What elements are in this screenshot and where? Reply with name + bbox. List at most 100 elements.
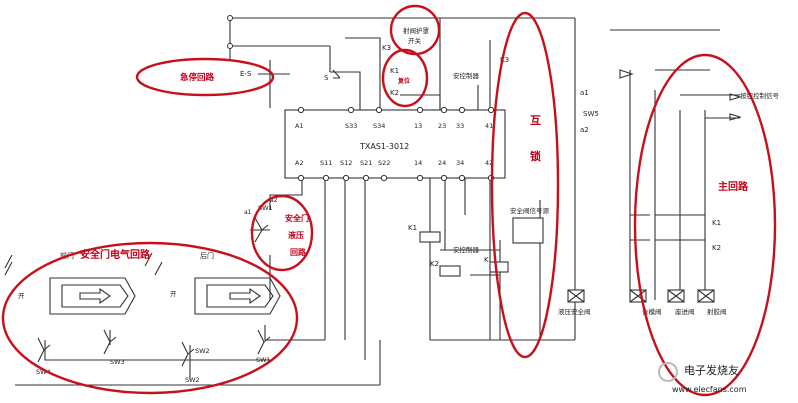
s-contact-label: S (324, 74, 329, 82)
module-terminal (297, 106, 305, 114)
door-hyd-label-3: 回路 (290, 247, 307, 257)
watermark-logo-icon (658, 362, 678, 382)
module-terminal-label: 42 (485, 159, 493, 167)
safety-ctrl-bottom-label: 安控制器 (453, 245, 480, 254)
module-title: TXAS1-3012 (359, 142, 409, 151)
valve-1-label: 合模阀 (642, 307, 662, 316)
main-circuit-ellipse (633, 53, 777, 397)
module-terminal (440, 106, 448, 114)
shield-switch-label: 射阀护罩 (403, 26, 430, 35)
fore-door-arrow (79, 287, 111, 305)
module-terminal-label: A2 (295, 159, 304, 167)
k-bottom-label: K (484, 256, 489, 264)
reset-label: 复位 (397, 77, 410, 85)
module-terminal-label: 33 (456, 122, 464, 130)
sw5-label: SW5 (583, 110, 599, 118)
fore-door-panel (49, 277, 136, 315)
module-terminal (487, 106, 495, 114)
shield-switch-label-2: 开关 (408, 36, 422, 45)
rear-door-arrow (229, 287, 261, 305)
hyd-switch-symbol (254, 217, 269, 243)
wiring (15, 15, 740, 386)
emergency-loop-label: 急停回路 (180, 72, 215, 83)
module-terminals-bottom: A2 S11 S12 S21 S22 14 24 34 42 (295, 159, 495, 182)
module-terminal (362, 174, 370, 182)
module-terminal (416, 174, 424, 182)
valve-3-label: 射胶阀 (707, 307, 727, 316)
emergency-loop-ellipse (135, 57, 275, 97)
module-terminal-label: 14 (414, 159, 422, 167)
module-body (284, 109, 506, 179)
module-terminal (322, 174, 330, 182)
sw3-switch (103, 329, 117, 355)
module-terminal (440, 174, 448, 182)
module-terminal (458, 106, 466, 114)
sw2-bottom-label: SW2 (185, 376, 200, 384)
k1-top-label: K1 (390, 67, 399, 75)
sw4-label: SW4 (36, 368, 51, 376)
rear-door-panel (194, 277, 281, 315)
valve-row: 液压安全阀 合模阀 座进阀 射胶阀 (558, 289, 727, 316)
valve-signal-box (512, 217, 544, 244)
sw2-label: SW2 (195, 347, 210, 355)
s-contact-symbol (332, 69, 341, 79)
module-terminal (342, 174, 350, 182)
a1-small-label: a1 (244, 209, 252, 216)
module-terminal-label: 24 (438, 159, 446, 167)
module-terminal (347, 106, 355, 114)
module-terminal-label: S21 (360, 159, 372, 167)
k2-main-label: K2 (712, 244, 721, 252)
module-terminal-label: S12 (340, 159, 352, 167)
k1-coil (419, 231, 441, 243)
interlock-label-1: 互 (530, 114, 541, 127)
module-terminal-label: 13 (414, 122, 422, 130)
shield-switch-ellipse (389, 4, 441, 56)
k-coil (489, 261, 509, 273)
watermark: 电子发烧友 www.elecfans.com (658, 362, 747, 394)
k2-top-label: K2 (390, 89, 399, 97)
k2-left-label: K2 (430, 260, 439, 268)
a1-label: a1 (580, 89, 589, 97)
door-hyd-label-2: 液压 (288, 230, 304, 240)
door-hyd-label-1: 安全门 (285, 213, 309, 223)
safety-valve-signal-label: 安全阀信号源 (510, 206, 550, 215)
watermark-text: 电子发烧友 (684, 363, 739, 377)
module-terminal-label: A1 (295, 122, 304, 130)
module-terminal-label: 23 (438, 122, 446, 130)
a2-label: a2 (580, 126, 589, 134)
rear-door-label: 后门 (200, 251, 214, 260)
module-terminal-label: 41 (485, 122, 493, 130)
module-terminal (458, 174, 466, 182)
module-terminal-label: 34 (456, 159, 464, 167)
interlock-ellipse (490, 11, 560, 359)
module-terminal-label: S11 (320, 159, 332, 167)
door-electrical-area: 前门 后门 开 开 SW4 SW3 SW2 SW1 SW2 (4, 251, 281, 384)
open-left-label: 开 (18, 292, 25, 300)
module-terminal (380, 174, 388, 182)
signal-out-label: 按钮控制信号 (740, 91, 780, 100)
door-electrical-ellipse (1, 241, 299, 395)
red-annotations: 急停回路 互 锁 主回路 安全门 液压 回路 安全门电气回路 (1, 4, 777, 397)
module-terminal (375, 106, 383, 114)
hydraulic-valve-label: 液压安全阀 (558, 307, 591, 316)
top-components: E-S S K3 K1 K2 复位 射阀护罩 开关 K3 安控制器 a1 SW5… (240, 26, 780, 277)
k1-main-label: K1 (712, 219, 721, 227)
sw3-label: SW3 (110, 358, 125, 366)
module-terminal-label: S33 (345, 122, 357, 130)
safety-ctrl-top-label: 安控制器 (453, 71, 480, 80)
module-terminal-label: S22 (378, 159, 390, 167)
reset-ellipse (381, 48, 429, 108)
watermark-url: www.elecfans.com (672, 385, 747, 394)
k3-top-label: K3 (382, 44, 391, 52)
door-hydraulic-ellipse (250, 194, 314, 272)
door-electrical-label: 安全门电气回路 (80, 248, 151, 261)
module-terminal (416, 106, 424, 114)
k2-coil (439, 265, 461, 277)
module-terminal (297, 174, 305, 182)
sw1-door-switch (257, 329, 271, 355)
main-circuit-label: 主回路 (718, 180, 749, 193)
